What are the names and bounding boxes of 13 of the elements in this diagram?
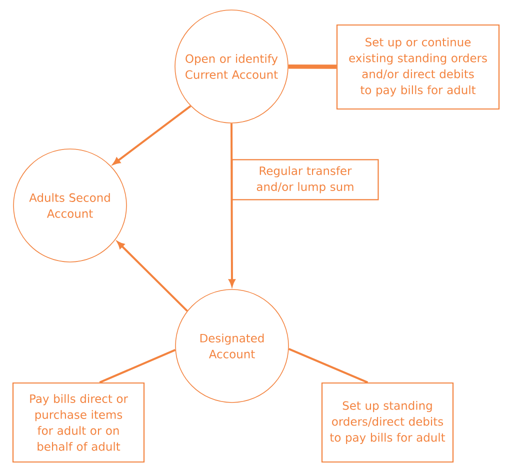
text-box: Set up or continue existing standing orders and/or direct debits to pay bills for adult (336, 24, 500, 110)
text-box: Pay bills direct or purchase items for adult or on behalf of adult (12, 382, 145, 463)
arrow (117, 241, 188, 312)
arrow (113, 105, 192, 165)
circle-node: Open or identify Current Account (174, 10, 288, 124)
circle-node: Designated Account (175, 289, 289, 403)
connector-line (288, 64, 336, 69)
arrow (228, 123, 236, 286)
edge-label: Regular transfer and/or lump sum (232, 159, 379, 200)
text-box: Set up standing orders/direct debits to pay bills for adult (321, 382, 454, 463)
connector-line (288, 348, 368, 384)
connector-line (99, 349, 176, 384)
circle-node: Adults Second Account (13, 148, 127, 262)
